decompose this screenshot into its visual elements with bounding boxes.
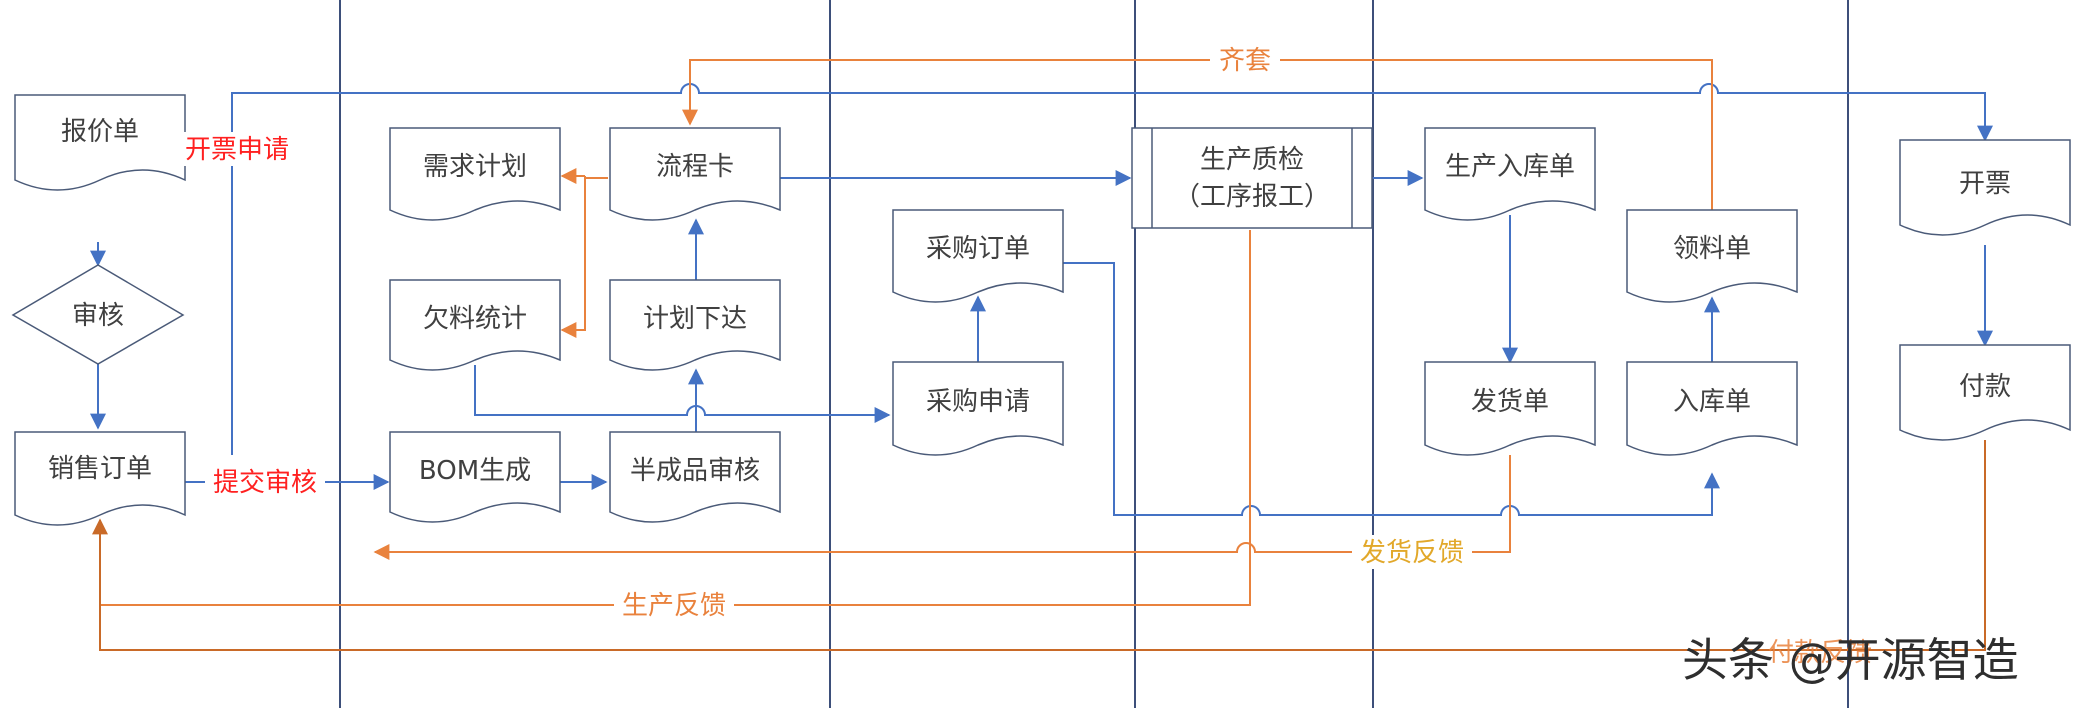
watermark: 头条 @开源智造 xyxy=(1682,633,2019,687)
node-inbound-note-shape xyxy=(1626,361,1798,456)
node-quote-shape xyxy=(14,94,186,191)
node-material-req-shape xyxy=(1626,209,1798,303)
node-purchase-request-label: 采购申请 xyxy=(926,387,1030,417)
label-invoice-request: 开票申请 xyxy=(185,135,289,165)
edge-order-inbound xyxy=(1060,262,1720,516)
edge-shortage-purchase xyxy=(474,365,891,423)
label-production-feedback-bg xyxy=(614,588,734,622)
label-delivery-feedback-bg xyxy=(1352,535,1472,569)
node-quality-label-1: 生产质检 xyxy=(1200,145,1304,175)
label-kitting: 齐套 xyxy=(1219,46,1271,76)
edge-kitting xyxy=(682,59,1713,215)
node-review-label: 审核 xyxy=(72,301,124,331)
label-kitting-bg xyxy=(1210,44,1280,76)
edge-delivery-feedback xyxy=(373,455,1511,560)
node-prod-inbound-label: 生产入库单 xyxy=(1445,152,1575,182)
node-payment-shape xyxy=(1899,344,2071,441)
label-invoice-request-bg xyxy=(178,132,298,166)
node-payment-label: 付款 xyxy=(1959,372,2011,402)
node-sales-order-shape xyxy=(14,431,186,526)
node-process-card-label: 流程卡 xyxy=(656,152,734,182)
edge-invoice-request xyxy=(231,83,1993,455)
node-shortage-shape xyxy=(389,279,561,371)
node-material-req-label: 领料单 xyxy=(1673,234,1751,264)
node-invoice-label: 开票 xyxy=(1959,169,2011,199)
node-purchase-request-shape xyxy=(892,361,1064,456)
swimlane-dividers xyxy=(339,0,1849,708)
node-bom-shape xyxy=(389,431,561,523)
node-plan-release-label: 计划下达 xyxy=(643,304,747,334)
node-quality-label-2: （工序报工） xyxy=(1174,182,1330,212)
node-quote-label: 报价单 xyxy=(61,117,139,147)
node-demand-plan-label: 需求计划 xyxy=(423,152,527,182)
label-payment-feedback: 付款反馈 xyxy=(1768,638,1872,668)
label-submit-review-bg xyxy=(205,465,325,499)
node-demand-plan-shape xyxy=(389,127,561,221)
node-purchase-order-shape xyxy=(892,209,1064,303)
node-prod-inbound-shape xyxy=(1424,127,1596,221)
node-sales-order-label: 销售订单 xyxy=(48,454,152,484)
edge-card-demand xyxy=(560,176,608,338)
label-production-feedback: 生产反馈 xyxy=(622,591,726,621)
node-shortage-label: 欠料统计 xyxy=(423,304,527,334)
node-quality-shape xyxy=(1131,127,1373,229)
node-bom-label: BOM生成 xyxy=(419,456,531,486)
node-semi-review-shape xyxy=(609,431,781,523)
node-review-shape xyxy=(11,264,185,365)
node-process-card-shape xyxy=(609,127,781,221)
node-plan-release-shape xyxy=(609,279,781,371)
edge-payment-feedback xyxy=(92,440,1986,651)
node-semi-review-label: 半成品审核 xyxy=(630,456,760,486)
node-purchase-order-label: 采购订单 xyxy=(926,234,1030,264)
node-inbound-note-label: 入库单 xyxy=(1673,387,1751,417)
label-submit-review: 提交审核 xyxy=(213,468,317,498)
node-delivery-note-label: 发货单 xyxy=(1471,387,1549,417)
label-delivery-feedback: 发货反馈 xyxy=(1360,538,1464,568)
node-delivery-note-shape xyxy=(1424,361,1596,456)
node-invoice-shape xyxy=(1899,139,2071,236)
